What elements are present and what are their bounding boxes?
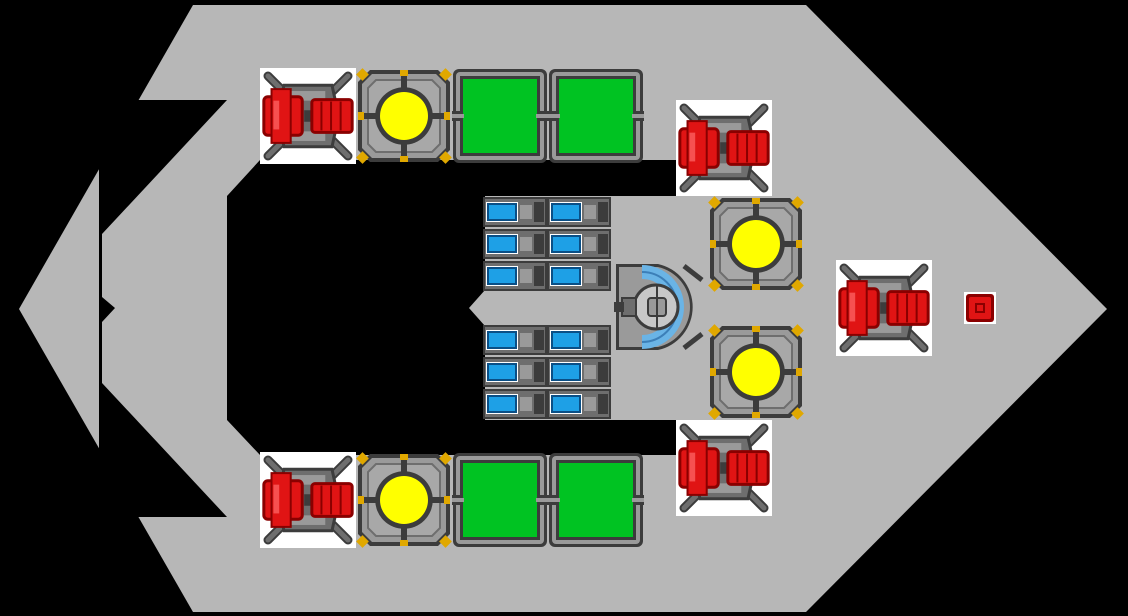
thruster-graphic [260,452,356,548]
nose-sensor[interactable] [964,292,996,324]
thruster-graphic [676,100,772,196]
reactor-bottom-left[interactable] [356,452,452,548]
storage-graphic [452,453,548,547]
thruster-bottom-right[interactable] [676,420,772,516]
storage-bottom-2[interactable] [548,452,644,548]
storage-graphic [548,453,644,547]
storage-bottom-1[interactable] [452,452,548,548]
thruster-graphic [836,260,932,356]
cockpit-core[interactable] [612,262,704,352]
cockpit-graphic [614,264,704,350]
thruster-graphic [260,68,356,164]
reactor-mid-upper[interactable] [708,196,804,292]
reactor-top-left[interactable] [356,68,452,164]
storage-graphic [452,69,548,163]
reactor-graphic [356,452,452,548]
battery-bank-graphic [483,197,611,291]
reactor-graphic [708,324,804,420]
storage-graphic [548,69,644,163]
thruster-top-left[interactable] [260,68,356,164]
battery-bank-lower[interactable] [483,324,613,420]
reactor-graphic [708,196,804,292]
thruster-bottom-left[interactable] [260,452,356,548]
sensor-graphic [964,292,996,324]
reactor-graphic [356,68,452,164]
thruster-nose[interactable] [836,260,932,356]
storage-top-2[interactable] [548,68,644,164]
battery-bank-upper[interactable] [483,196,613,292]
thruster-graphic [676,420,772,516]
battery-bank-graphic [483,325,611,419]
thruster-top-right[interactable] [676,100,772,196]
storage-top-1[interactable] [452,68,548,164]
reactor-mid-lower[interactable] [708,324,804,420]
